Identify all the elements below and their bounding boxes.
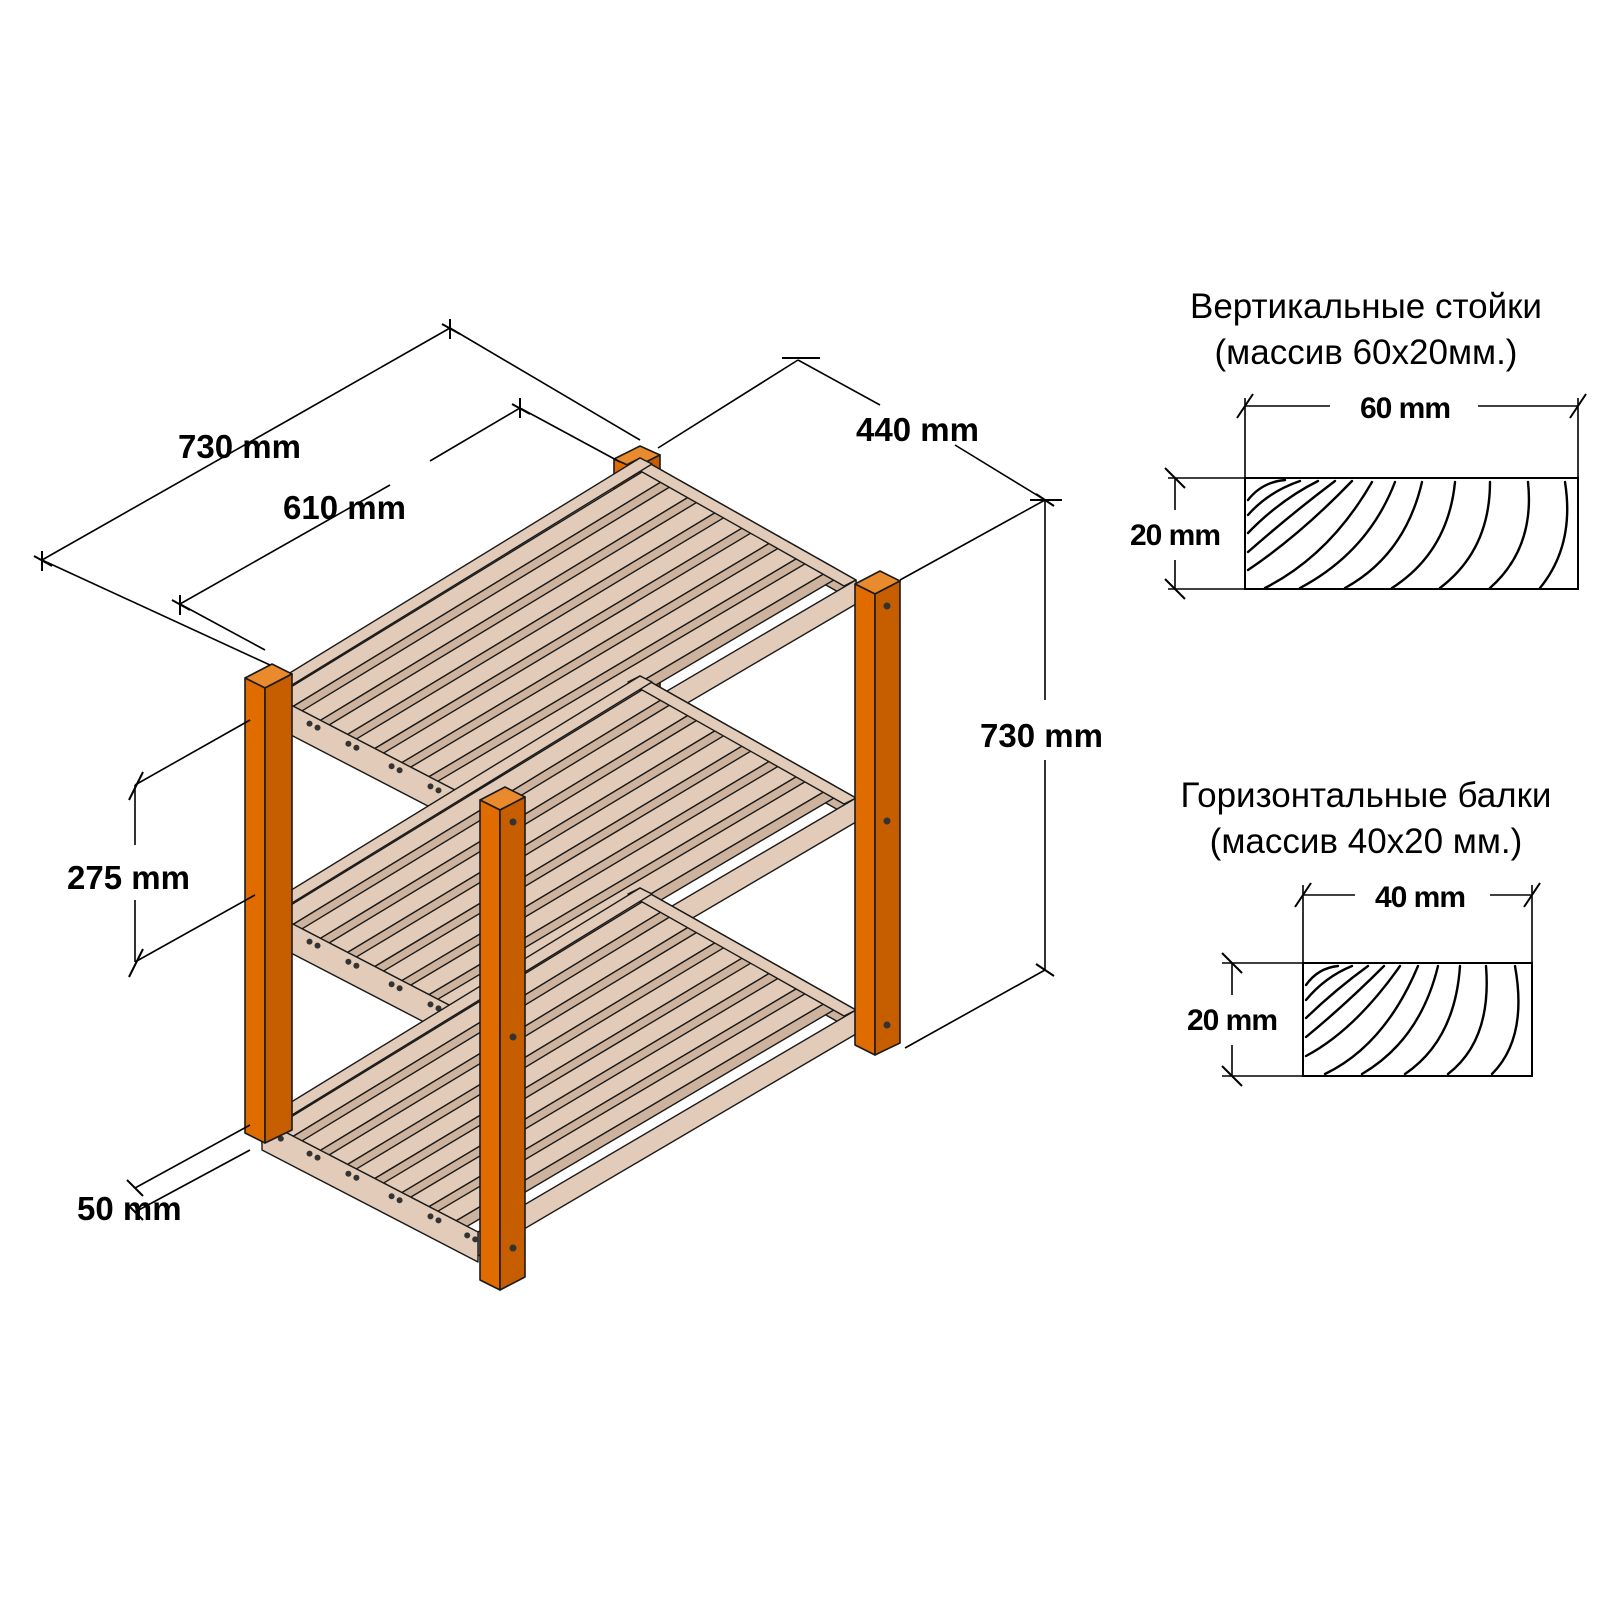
bolt — [277, 1135, 284, 1142]
depth-label: 440 mm — [856, 411, 979, 448]
post-width-label: 60 mm — [1360, 392, 1450, 425]
bolt — [353, 962, 360, 969]
back-right-post-bolts — [883, 602, 891, 1029]
shelf-back-top-rail — [627, 675, 857, 805]
front-left-post — [244, 663, 293, 1144]
bolt — [427, 1213, 434, 1220]
beam-thickness-label: 20 mm — [1187, 1004, 1277, 1037]
shelf-spacing-label: 275 mm — [67, 859, 190, 896]
post-wood-grain — [1246, 478, 1569, 590]
bolt — [314, 942, 321, 949]
horizontal-beams-subtitle: (массив 40х20 мм.) — [1210, 822, 1523, 861]
dimension-lines — [33, 319, 1062, 1221]
vertical-posts-subtitle: (массив 60х20мм.) — [1215, 333, 1518, 372]
bolt — [306, 938, 313, 945]
shelf-back-top-rail — [627, 887, 857, 1017]
bolt — [345, 958, 352, 965]
overall-length-label: 730 mm — [178, 428, 301, 465]
bolt — [353, 1174, 360, 1181]
bolt — [388, 1193, 395, 1200]
bolt — [353, 744, 360, 751]
bolt — [306, 720, 313, 727]
bolt — [435, 1217, 442, 1224]
bottom-clearance-label: 50 mm — [77, 1190, 182, 1227]
post-thickness-label: 20 mm — [1130, 519, 1220, 552]
bolt — [396, 767, 403, 774]
bolt — [472, 1236, 479, 1243]
vertical-posts-title: Вертикальные стойки — [1190, 287, 1542, 326]
dimension-labels: 730 mm 610 mm 440 mm 730 mm 275 mm 50 mm — [67, 411, 1103, 1227]
bolt — [427, 783, 434, 790]
vertical-post-section: Вертикальные стойки (массив 60х20мм.) 60… — [1130, 287, 1587, 600]
bolt — [435, 1005, 442, 1012]
post-cross-section — [1244, 477, 1579, 590]
bolt — [464, 1232, 471, 1239]
bolt — [345, 740, 352, 747]
height-label: 730 mm — [980, 717, 1103, 754]
front-right-post — [479, 786, 526, 1291]
shelf-unit — [244, 445, 901, 1291]
bolt — [306, 1150, 313, 1157]
bolt — [388, 763, 395, 770]
back-right-post — [854, 570, 901, 1056]
beam-wood-grain — [1304, 964, 1520, 1076]
bolt — [427, 1001, 434, 1008]
shelf-back-top-rail — [627, 457, 857, 587]
bolt — [388, 981, 395, 988]
bolt — [345, 1170, 352, 1177]
inner-length-label: 610 mm — [283, 489, 406, 526]
bolt — [314, 1154, 321, 1161]
horizontal-beams-title: Горизонтальные балки — [1181, 776, 1552, 815]
bolt — [396, 985, 403, 992]
horizontal-beam-section: Горизонтальные балки (массив 40х20 мм.) … — [1181, 776, 1552, 1087]
shelves — [261, 457, 857, 1263]
beam-width-label: 40 mm — [1375, 881, 1465, 914]
bolt — [396, 1197, 403, 1204]
bolt — [435, 787, 442, 794]
bolt — [314, 724, 321, 731]
